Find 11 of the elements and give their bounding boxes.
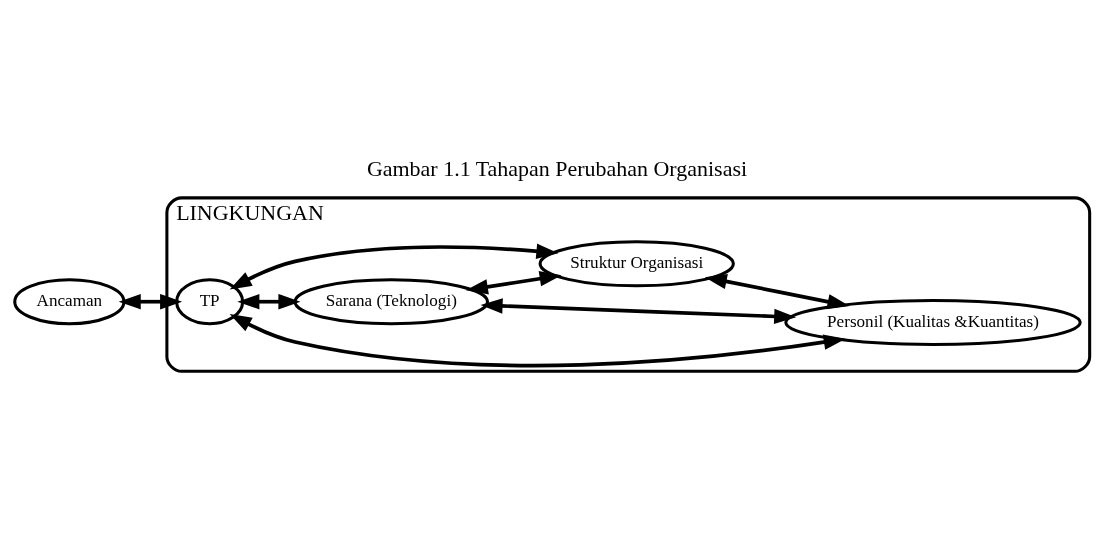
arrow [465, 271, 562, 295]
diagram-title: Gambar 1.1 Tahapan Perubahan Organisasi [366, 156, 748, 182]
arrow [118, 294, 183, 310]
node-ellipse: Ancaman [13, 278, 126, 326]
arrow [237, 294, 301, 310]
arrow [229, 313, 846, 368]
arrow [229, 243, 559, 290]
node-ellipse: TP [175, 278, 245, 326]
node-ellipse: Personil (Kualitas &Kuantitas) [784, 298, 1082, 346]
arrow [704, 273, 850, 310]
arrow [480, 298, 797, 325]
